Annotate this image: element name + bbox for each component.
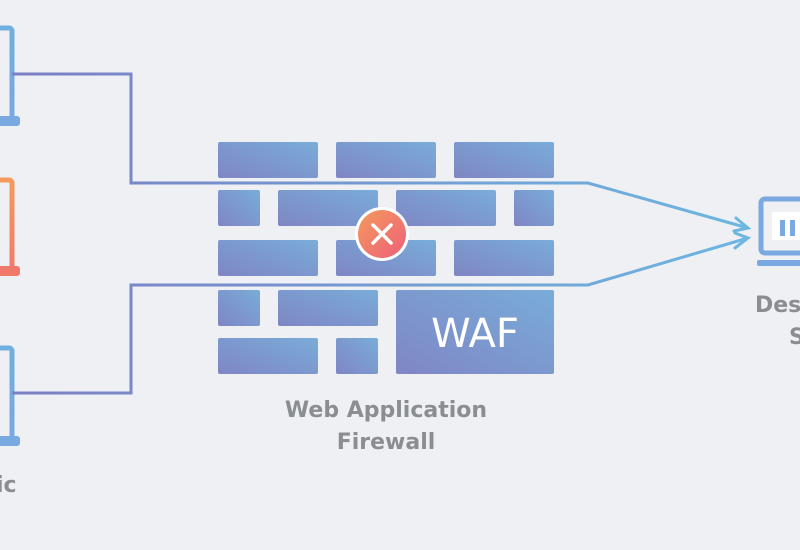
arrow-head-icon	[732, 216, 752, 250]
laptop-icon	[0, 25, 20, 126]
waf-caption: Web Application Firewall	[218, 395, 554, 459]
destination-caption: Des S	[755, 290, 800, 354]
destination-caption-line1: Des	[755, 293, 800, 318]
waf-block	[396, 290, 554, 374]
blocked-x-icon	[355, 207, 409, 261]
clients-caption: ic	[0, 473, 17, 498]
monitor-icon	[757, 196, 800, 266]
destination-caption-line2: S	[789, 325, 800, 350]
waf-caption-line2: Firewall	[336, 430, 436, 455]
laptop-icon	[0, 345, 20, 446]
allowed-path-top	[12, 72, 749, 230]
waf-badge-text: WAF	[431, 311, 519, 357]
laptop-icon	[0, 177, 20, 276]
waf-caption-line1: Web Application	[284, 398, 488, 423]
allowed-path-bottom	[12, 236, 749, 395]
